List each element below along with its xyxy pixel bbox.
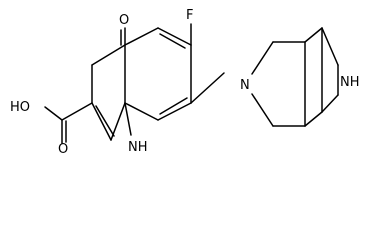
bond	[61, 102, 93, 121]
bond	[124, 102, 132, 136]
bond	[91, 102, 112, 141]
bond	[91, 44, 126, 66]
bond	[157, 102, 192, 121]
bond	[124, 27, 159, 46]
bond	[251, 93, 274, 127]
hydroxyl-label: HO	[10, 100, 30, 115]
chemical-structure-diagram: F O HO O NH N NH	[10, 8, 360, 155]
bond	[304, 111, 323, 127]
bridged-n-label: N	[240, 78, 250, 93]
bridge-nh-label: NH	[340, 75, 360, 90]
atom-labels: F O HO O NH N NH	[10, 8, 360, 155]
bond	[304, 27, 323, 43]
bond	[124, 102, 159, 121]
bond	[321, 27, 339, 66]
bond	[251, 41, 274, 75]
carbonyl-oxygen-label: O	[58, 142, 68, 155]
bond	[159, 33, 186, 49]
bond	[157, 27, 192, 46]
bond	[159, 97, 188, 115]
bond	[44, 106, 63, 121]
bond	[95, 105, 115, 137]
ring-nh-label: NH	[128, 140, 148, 155]
bond	[190, 72, 225, 104]
bond	[321, 94, 339, 113]
bonds	[44, 23, 339, 144]
ketone-oxygen-label: O	[119, 13, 129, 28]
fluorine-label: F	[186, 8, 193, 23]
